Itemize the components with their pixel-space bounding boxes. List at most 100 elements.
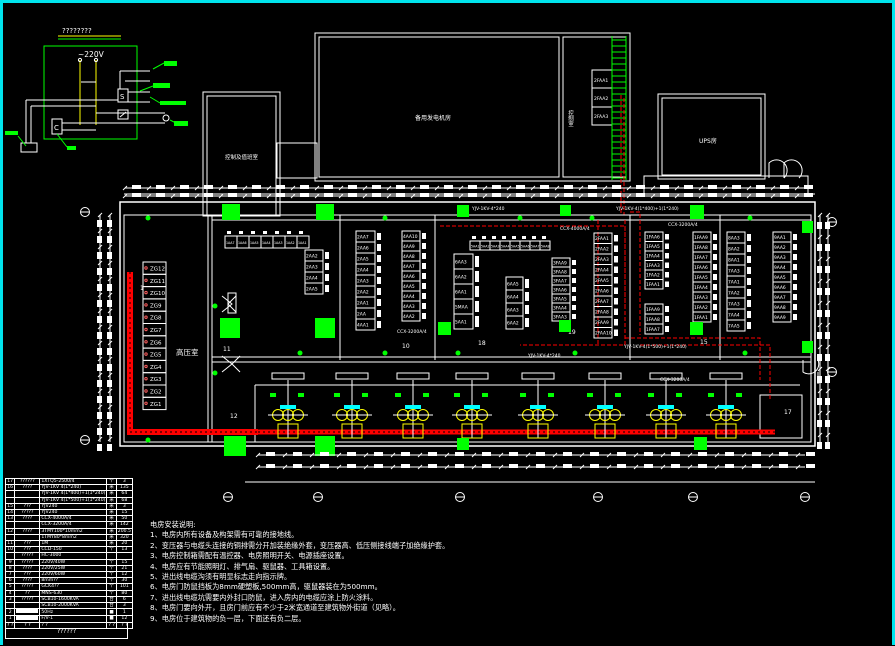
grounding-mark (560, 205, 571, 216)
hv-panel-label: ZG9 (150, 303, 162, 309)
item-number (4, 602, 16, 610)
hv-room-label: 高压室 (176, 347, 199, 357)
hv-panel-label: ZG7 (150, 328, 162, 334)
lamp-icon (162, 114, 170, 122)
note-item: 4、电房应有节能照明灯、排气扇、驱鼠器、工具箱设置。 (150, 561, 335, 571)
item-unit: 个 (106, 571, 117, 579)
generator-room: 备用发电机房 控制室 2FAA1 2FAA2 2FAA3 (314, 32, 631, 215)
item-number: 12 (4, 527, 16, 535)
item-number: 6 (4, 577, 16, 585)
item-qty: 15 (115, 508, 133, 517)
item-unit: 米 (106, 515, 117, 523)
item-number: 5 (4, 583, 16, 591)
panel-label: 1FAA3 (694, 295, 708, 301)
item-qty: 64 (115, 490, 133, 498)
callout-label: 11 (223, 346, 231, 353)
axis-markers (80, 207, 837, 502)
panel-label: 1AA2 (286, 241, 295, 245)
switchgear-panel (644, 323, 664, 335)
grounding-mark (690, 205, 704, 219)
panel-label: 3FAA4 (553, 305, 567, 311)
item-unit: 个 (106, 577, 117, 585)
transformers (268, 372, 746, 439)
item-unit: 米 (106, 484, 117, 492)
switchgear-panel (505, 315, 524, 330)
grounding-mark (457, 205, 469, 217)
switch-s-label: S (120, 93, 125, 101)
switchgear-panel (593, 327, 613, 339)
schematic-title: ???????? (62, 27, 92, 35)
item-qty: 50 (115, 515, 133, 523)
panel-label: 2AA1 (357, 300, 369, 306)
grounding-mark (316, 204, 334, 220)
panel-label: 1FAA1 (646, 282, 660, 288)
panel-label: 1FAA7 (694, 255, 708, 261)
panel-label: 7AA3 (728, 301, 740, 307)
panel-label: 2FAA6 (595, 289, 609, 295)
item-unit: 个 (106, 477, 117, 486)
switchgear-panel (772, 311, 792, 323)
grounding-mark (315, 318, 335, 338)
panel-label: 7AA1 (728, 279, 740, 285)
hv-panel-label: ZG8 (150, 316, 162, 322)
callout-label: 17 (784, 409, 792, 416)
panel-label: 1FAA9 (646, 307, 660, 313)
panel-label: 5AA7 (531, 244, 540, 248)
panel-label: 7AA5 (728, 323, 740, 329)
note-item: 2、变压器与电缆头连接的铜排需分开加装绝缘外套，变压器高、低压侧接线端子加绝缘护… (150, 540, 450, 550)
cable-ladder (611, 36, 627, 180)
panel-label: 1FAA6 (646, 235, 660, 241)
note-item: 7、进出线电缆坑需要内外封口防鼠，进入房内的电缆应涂上防火涂料。 (150, 592, 378, 602)
cable-label: YJV-1KV-4*240 (527, 353, 561, 359)
panel-label: 4AA10 (403, 234, 418, 240)
item-qty: 3 (115, 477, 133, 486)
note-item: 8、电房门要向外开，且房门前应有不少于2米宽通道至建筑物外街道（见略）。 (150, 603, 400, 613)
panel-label: 2AA (357, 311, 366, 317)
item-qty: 68 (115, 496, 133, 504)
panel-label: 2AA6 (357, 245, 369, 251)
item-unit: 米 (106, 508, 117, 517)
panel-label: 9AA5 (774, 275, 786, 281)
panel-label: 1FAA2 (646, 273, 660, 279)
panel-label: 4AA3 (403, 304, 415, 310)
panel-label: 9AA1 (774, 235, 786, 241)
panel-label: 3FAA9 (553, 260, 567, 266)
panel-label: 2FAA1 (594, 78, 608, 84)
switchgear-panel (644, 279, 664, 290)
item-qty: 320 (115, 533, 133, 542)
item-unit: 米 (106, 533, 117, 542)
panel-label: 5AA8 (541, 244, 550, 248)
notes-title: 电房安装说明: (150, 520, 196, 529)
item-number: 4 (4, 589, 16, 597)
switchgear-panel (401, 310, 421, 322)
item-unit: 米 (106, 540, 117, 548)
panel-label: 4AA8 (403, 254, 415, 260)
item-unit: 个 (106, 564, 117, 573)
panel-label: 2FAA7 (595, 299, 609, 305)
panel-label: 2AA5 (306, 286, 318, 292)
cable-label: CCX-3200A/4 (660, 377, 690, 383)
cable-label: YJV-1KV-4(1*400)+1(1*240) (615, 206, 679, 212)
item-qty: 6 (115, 595, 133, 604)
panel-label: 1AA4 (262, 241, 271, 245)
panel-label: 5AA3 (491, 244, 500, 248)
panel-label: 3FAA3 (553, 314, 567, 320)
item-number: 2 (4, 608, 16, 616)
note-item: 6、电房门防鼠挡板为8mm硬塑板,500mm高，驱鼠器装在为500mm。 (150, 582, 382, 592)
panel-label: 3FAA6 (553, 287, 567, 293)
panel-label: 1FAA8 (694, 245, 708, 251)
duty-room-label: 控制及值班室 (225, 153, 259, 161)
switchgear-panel (539, 240, 551, 251)
callout-label: 1 (140, 285, 144, 292)
panel-label: 2AA5 (357, 256, 369, 262)
panel-label: 5AA4 (501, 244, 510, 248)
item-qty: 30 (115, 577, 133, 585)
grounding-marks (145, 204, 813, 456)
hv-panel-label: ZG4 (150, 365, 162, 371)
panel-label: 1AA5 (250, 241, 259, 245)
